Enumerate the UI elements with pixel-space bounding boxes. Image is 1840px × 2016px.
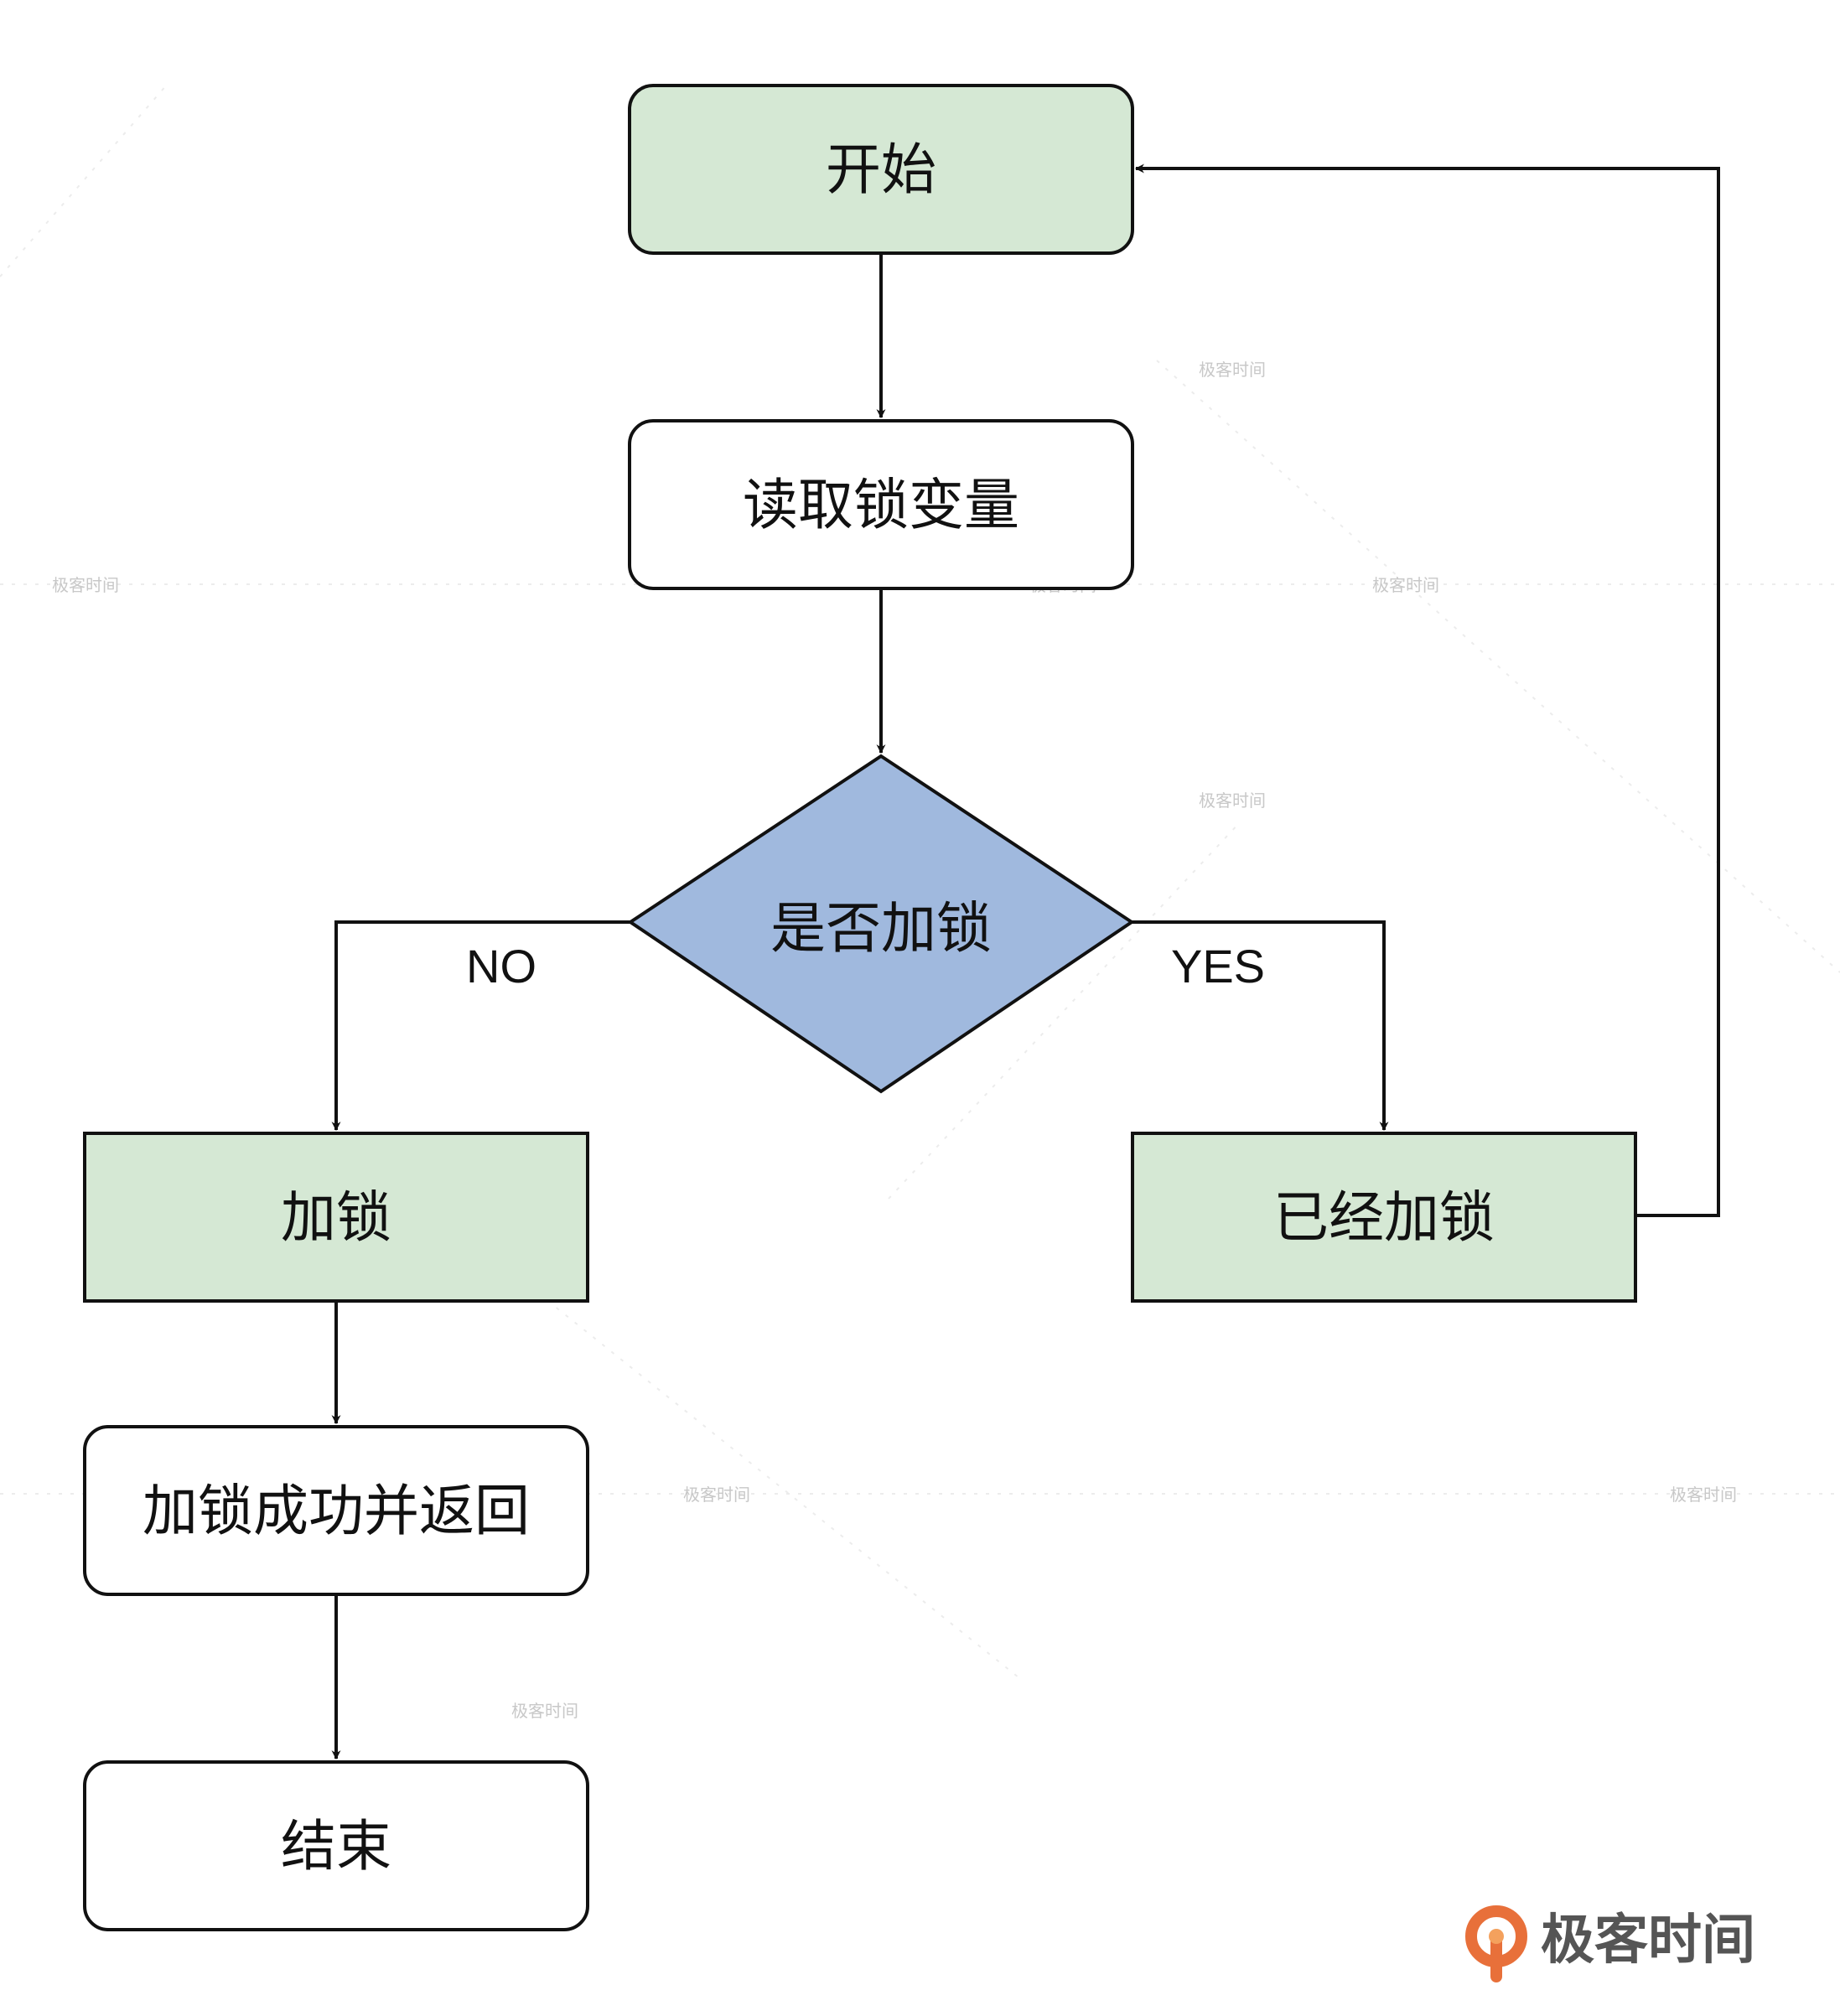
start-label: 开始	[826, 137, 936, 202]
edge-yes	[1132, 920, 1389, 1132]
node-end: 结束	[83, 1760, 589, 1931]
watermark-text: 极客时间	[1199, 360, 1266, 380]
node-already-locked: 已经加锁	[1131, 1132, 1637, 1303]
read-lock-label: 读取锁变量	[743, 473, 1019, 537]
node-lock-success: 加锁成功并返回	[83, 1425, 589, 1596]
watermark-text: 极客时间	[52, 575, 119, 595]
watermark-text: 极客时间	[1199, 790, 1266, 811]
lock-success-label: 加锁成功并返回	[143, 1479, 530, 1543]
already-locked-box	[1131, 1132, 1637, 1303]
node-read-lock: 读取锁变量	[628, 419, 1134, 590]
decision-diamond	[627, 754, 1135, 1094]
start-box	[628, 84, 1134, 255]
edges	[331, 163, 1720, 1760]
end-label: 结束	[281, 1814, 391, 1879]
brand-logo: 极客时间	[1465, 1905, 1755, 1982]
edge-label-yes: YES	[1171, 940, 1265, 992]
lock-label: 加锁	[281, 1185, 391, 1250]
watermark-text: 极客时间	[1670, 1485, 1737, 1505]
watermark-text: 极客时间	[1372, 575, 1439, 595]
end-box	[83, 1760, 589, 1931]
node-lock: 加锁	[83, 1132, 589, 1303]
already-locked-label: 已经加锁	[1273, 1185, 1495, 1250]
edge-no	[331, 920, 630, 1132]
logo-text: 极客时间	[1541, 1910, 1755, 1972]
read-lock-box	[628, 419, 1134, 590]
geek-logo-icon	[1465, 1905, 1527, 1982]
lock-success-box	[83, 1425, 589, 1596]
edge-label-no: NO	[466, 940, 536, 992]
watermark-text: 极客时间	[683, 1485, 750, 1505]
watermark-text: 极客时间	[511, 1701, 578, 1721]
edge-loop-back	[1134, 163, 1720, 1217]
node-start: 开始	[628, 84, 1134, 255]
lock-box	[83, 1132, 589, 1303]
node-decision: 是否加锁	[627, 754, 1135, 1094]
decision-label: 是否加锁	[770, 896, 992, 961]
